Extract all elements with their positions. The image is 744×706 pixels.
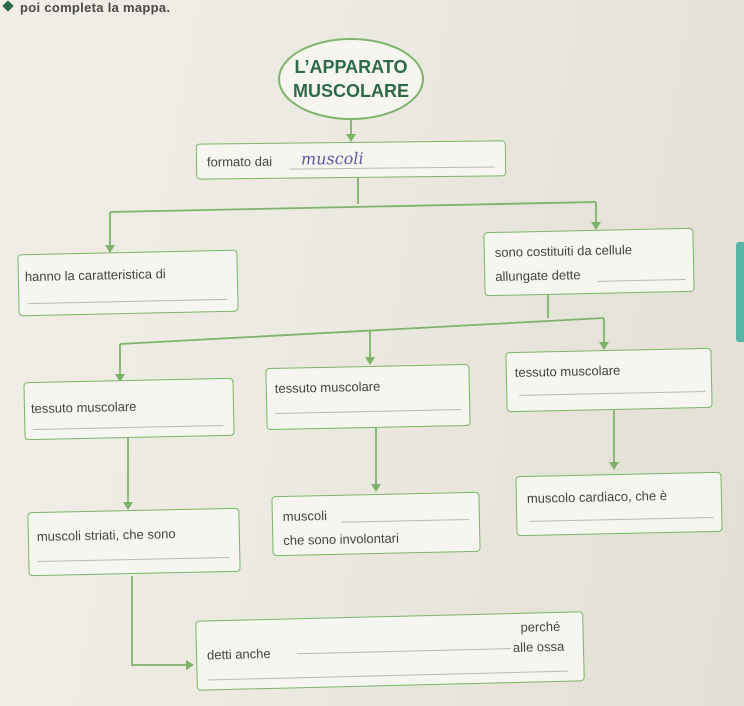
arrowhead-icon (591, 222, 601, 230)
answer-line[interactable] (519, 390, 706, 396)
box-tessuto-right: tessuto muscolare (505, 347, 713, 413)
connector-to-detti (131, 576, 190, 666)
box-detti-text: detti anche (206, 645, 271, 663)
box-detti: detti anche perché alle ossa (195, 611, 585, 691)
box-formato: formato dai muscoli (195, 140, 507, 180)
answer-line[interactable] (297, 648, 511, 655)
arrowhead-icon (599, 342, 609, 350)
box-muscoli-mid-line-2: che sono involontari (283, 530, 400, 548)
handwritten-answer: muscoli (300, 148, 364, 169)
box-tessuto-left-text: tessuto muscolare (30, 398, 137, 417)
arrowhead-icon (371, 484, 381, 492)
box-striati-text: muscoli striati, che sono (36, 526, 176, 545)
box-tessuto-mid-text: tessuto muscolare (274, 378, 381, 396)
answer-line[interactable] (37, 557, 230, 563)
answer-line[interactable] (340, 519, 469, 523)
answer-line[interactable] (597, 278, 686, 282)
connector-tissues-horizontal (119, 317, 605, 345)
box-caratteristica: hanno la caratteristica di (17, 249, 239, 317)
answer-line[interactable] (27, 298, 228, 305)
box-cellule-line-2: allungate dette (495, 267, 581, 284)
arrowhead-icon (115, 374, 125, 382)
arrowhead-icon (609, 462, 619, 470)
box-caratteristica-text: hanno la caratteristica di (24, 266, 166, 285)
arrowhead-icon (365, 357, 375, 365)
box-cardiaco-text: muscolo cardiaco, che è (526, 487, 668, 506)
answer-line[interactable] (529, 517, 714, 522)
arrowhead-icon (186, 660, 194, 670)
box-tessuto-left: tessuto muscolare (23, 377, 235, 441)
connector-split-horizontal (109, 201, 597, 213)
box-detti-right-top: perché (520, 618, 561, 635)
arrowhead-icon (346, 134, 356, 142)
box-formato-text: formato dai (206, 153, 273, 170)
arrowhead-icon (105, 245, 115, 253)
answer-line[interactable] (207, 670, 568, 681)
answer-line[interactable] (33, 425, 224, 431)
title-ellipse: L’APPARATO MUSCOLARE (278, 38, 424, 120)
title-line-1: L’APPARATO (294, 57, 408, 77)
title-line-2: MUSCOLARE (293, 81, 409, 101)
box-muscoli-mid: muscoli che sono involontari (271, 491, 481, 557)
box-cardiaco: muscolo cardiaco, che è (515, 471, 723, 537)
arrowhead-icon (123, 502, 133, 510)
box-tessuto-right-text: tessuto muscolare (514, 362, 621, 380)
box-muscoli-mid-line-1: muscoli (282, 508, 328, 524)
instruction-text: poi completa la mappa. (20, 0, 171, 15)
box-striati: muscoli striati, che sono (27, 507, 241, 577)
answer-line[interactable] (275, 409, 462, 414)
box-tessuto-mid: tessuto muscolare (265, 363, 471, 431)
page-edge-tab (736, 242, 744, 342)
box-cellule-line-1: sono costituiti da cellule (494, 242, 633, 260)
box-detti-right-bottom: alle ossa (512, 638, 565, 655)
box-cellule: sono costituiti da cellule allungate det… (483, 227, 695, 297)
